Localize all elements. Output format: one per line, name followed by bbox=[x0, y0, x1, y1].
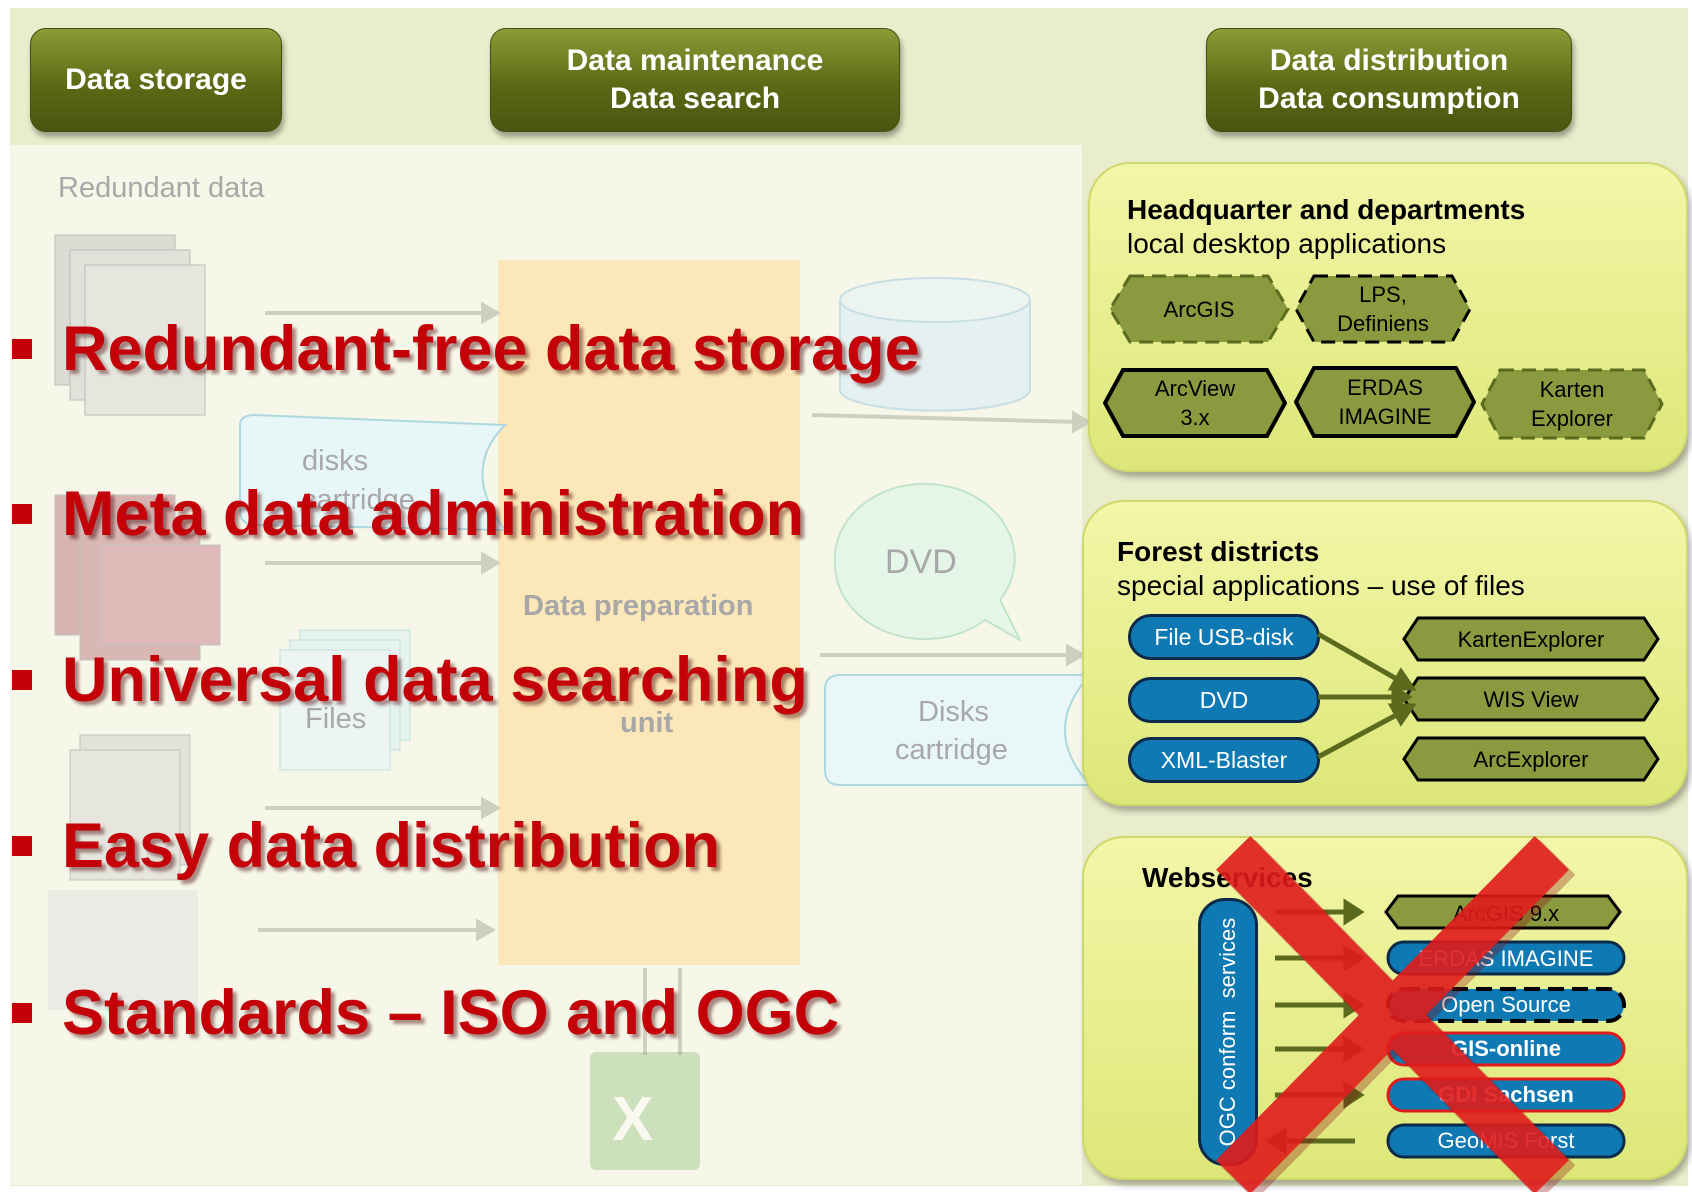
redundant-data-label: Redundant data bbox=[58, 172, 265, 204]
source-dvd-label: DVD bbox=[1199, 686, 1249, 713]
headquarter-subtitle: local desktop applications bbox=[1127, 228, 1447, 259]
disks-left-label-1: disks bbox=[302, 445, 369, 477]
viewer-wis-view: WIS View bbox=[1402, 676, 1660, 722]
disks-right-label-2: cartridge bbox=[895, 734, 1008, 766]
app-arcgis: ArcGIS bbox=[1108, 274, 1290, 344]
bullet-marker-icon bbox=[12, 1003, 32, 1024]
bullet-redundant-free: Redundant-free data storage bbox=[12, 313, 920, 385]
client-gisonline-label: GIS-online bbox=[1451, 1036, 1561, 1061]
header-maintenance-line1: Data maintenance bbox=[566, 44, 824, 77]
disks-cartridge-left-shape bbox=[239, 413, 508, 532]
disks-cartridge-right-shape bbox=[824, 674, 1093, 786]
files-label: Files bbox=[305, 703, 367, 735]
bullet-easy-distribution: Easy data distribution bbox=[12, 810, 720, 882]
svg-text:X: X bbox=[612, 1085, 653, 1154]
spreadsheet-icon: X bbox=[590, 1052, 700, 1170]
source-xml-blaster: XML-Blaster bbox=[1128, 737, 1320, 783]
header-distribution-line2: Data consumption bbox=[1258, 82, 1520, 115]
database-cylinder bbox=[839, 277, 1031, 412]
header-distribution-line1: Data distribution bbox=[1269, 44, 1509, 77]
bullet-meta-data: Meta data administration bbox=[12, 478, 804, 550]
vector-map-image bbox=[48, 890, 198, 1010]
app-lps-label: LPS,Definiens bbox=[1337, 280, 1429, 338]
bullet-text-4: Easy data distribution bbox=[62, 811, 721, 881]
app-lps-line1: LPS,Definiens bbox=[1337, 282, 1429, 336]
bullet-marker-icon bbox=[12, 339, 32, 360]
viewer-arcexplorer-label: ArcExplorer bbox=[1473, 746, 1589, 772]
app-lps-definiens: LPS,Definiens bbox=[1294, 274, 1472, 344]
app-arcgis-label: ArcGIS bbox=[1163, 296, 1235, 322]
data-preparation-label: Data preparation bbox=[523, 590, 754, 622]
disks-right-label-1: Disks bbox=[918, 696, 989, 728]
relief-map-stack bbox=[69, 734, 191, 881]
header-maintenance-line2: Data search bbox=[609, 82, 781, 115]
disks-left-label-2: cartridge bbox=[302, 484, 415, 516]
forest-subtitle: special applications – use of files bbox=[1117, 570, 1525, 601]
header-data-storage: Data storage bbox=[30, 28, 282, 132]
source-usb-label: File USB-disk bbox=[1154, 623, 1294, 650]
bullet-text-5: Standards – ISO and OGC bbox=[62, 978, 840, 1048]
source-xml-label: XML-Blaster bbox=[1160, 746, 1288, 773]
raster-map-stack-2 bbox=[54, 494, 221, 661]
files-stack-icon bbox=[279, 629, 411, 771]
header-data-distribution: Data distribution Data consumption bbox=[1206, 28, 1572, 132]
dvd-bubble bbox=[833, 482, 1023, 643]
source-usb: File USB-disk bbox=[1128, 614, 1320, 660]
bullet-marker-icon bbox=[12, 670, 32, 691]
viewer-wis-label: WIS View bbox=[1483, 686, 1579, 712]
client-opensource-label: Open Source bbox=[1441, 992, 1571, 1017]
viewer-kartenexplorer: KartenExplorer bbox=[1402, 616, 1660, 662]
unit-label: unit bbox=[620, 707, 674, 739]
source-dvd: DVD bbox=[1128, 677, 1320, 723]
bullet-standards: Standards – ISO and OGC bbox=[12, 977, 839, 1049]
bullet-marker-icon bbox=[12, 836, 32, 857]
bullet-text-3: Universal data searching bbox=[62, 645, 808, 715]
viewer-kartenexplorer-label: KartenExplorer bbox=[1457, 626, 1605, 652]
bullet-text-2: Meta data administration bbox=[62, 479, 805, 549]
ogc-services-bar: OGC conform services bbox=[1198, 898, 1258, 1166]
headquarter-title: Headquarter and departments bbox=[1127, 194, 1526, 225]
bullet-text-1: Redundant-free data storage bbox=[62, 314, 920, 384]
dvd-label: DVD bbox=[885, 543, 957, 581]
header-storage-label: Data storage bbox=[65, 63, 247, 96]
viewer-arcexplorer: ArcExplorer bbox=[1402, 736, 1660, 782]
forest-title: Forest districts bbox=[1117, 536, 1320, 567]
data-preparation-box bbox=[498, 260, 800, 965]
header-data-maintenance: Data maintenance Data search bbox=[490, 28, 900, 132]
faded-arrows bbox=[258, 301, 1093, 1055]
bullet-marker-icon bbox=[12, 504, 32, 525]
raster-map-stack-1 bbox=[54, 234, 206, 416]
bullet-universal-search: Universal data searching bbox=[12, 644, 808, 716]
